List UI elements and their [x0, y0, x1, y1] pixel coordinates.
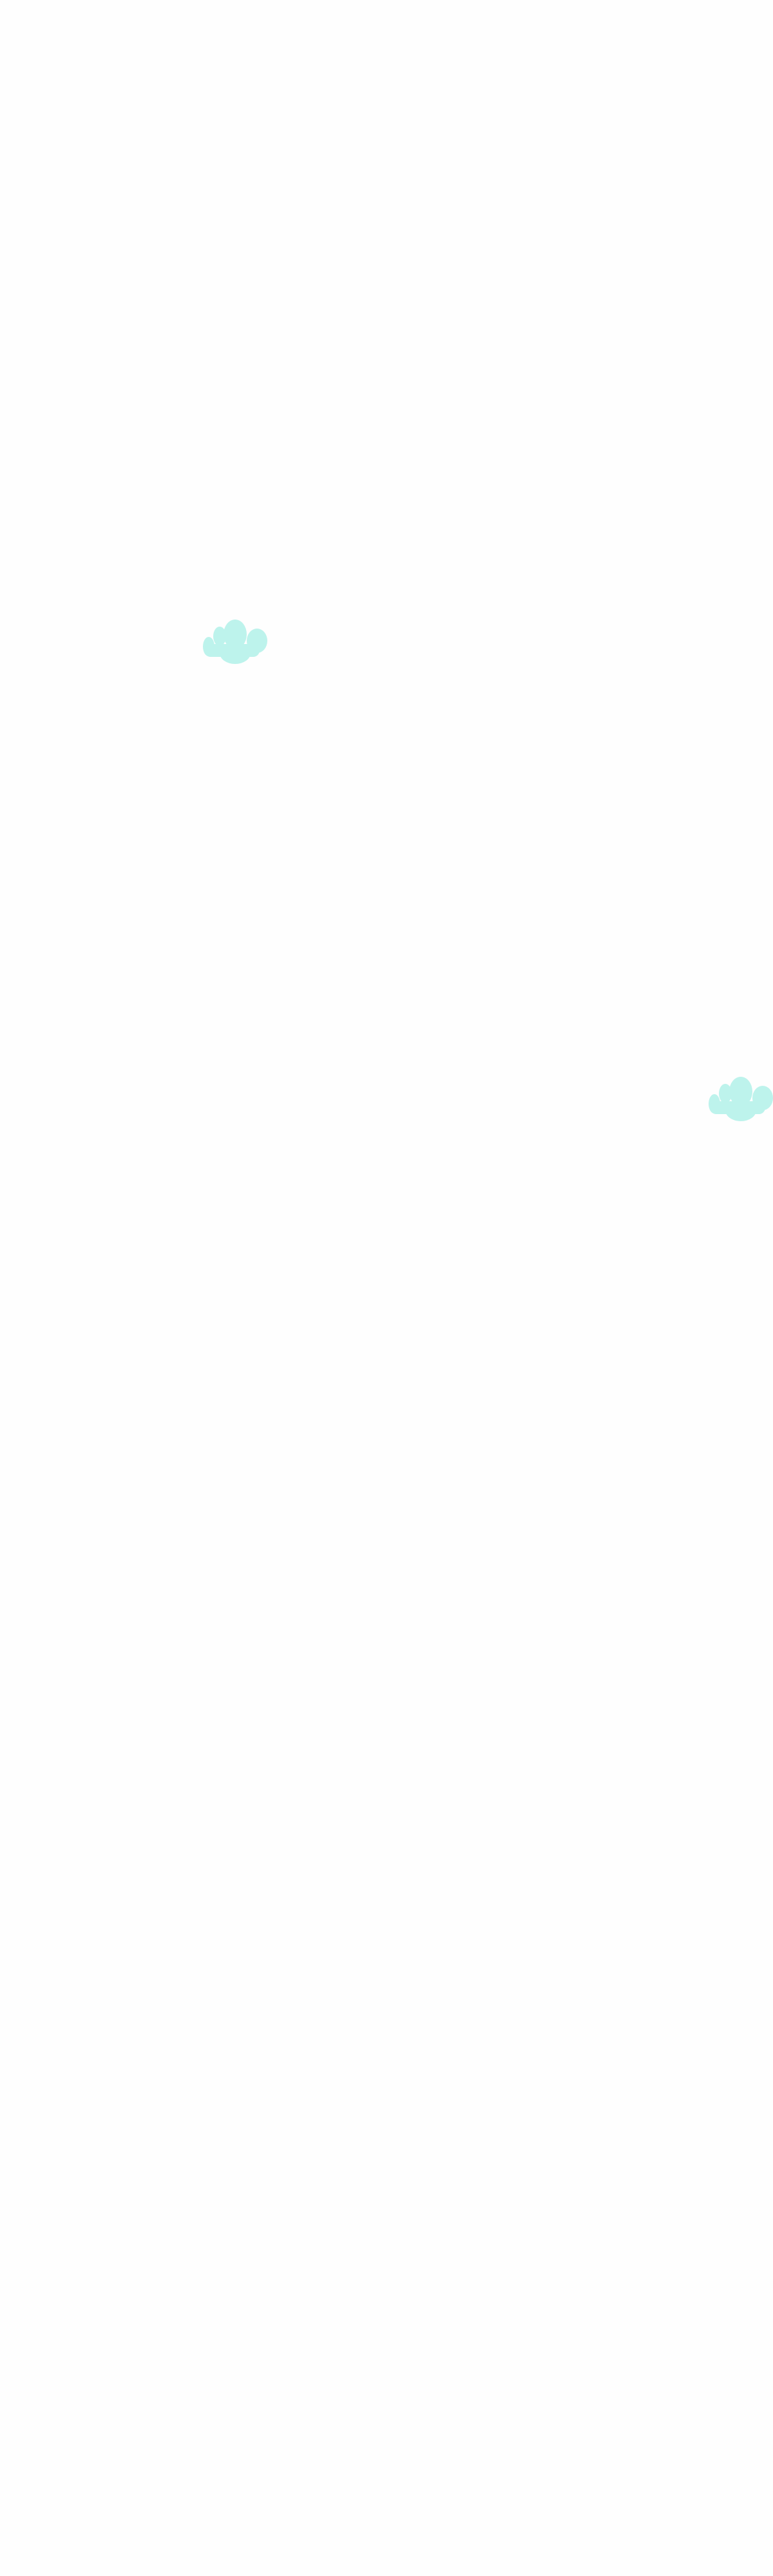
cloud-icon [709, 1077, 773, 1121]
cloud-icon [203, 620, 267, 664]
